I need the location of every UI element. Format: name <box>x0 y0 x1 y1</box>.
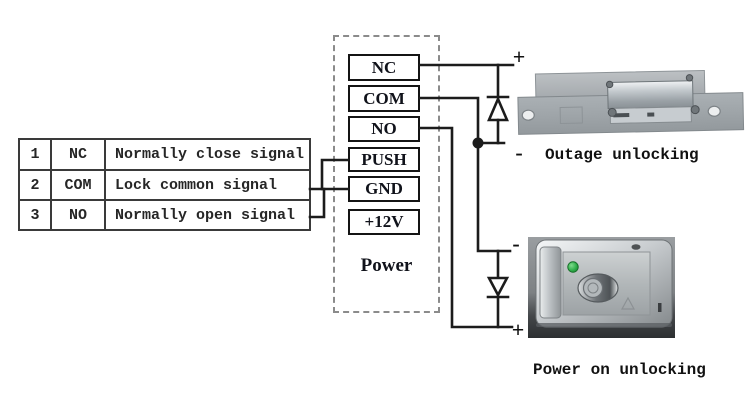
polarity-plus-lock: + <box>511 317 525 342</box>
wire-no-row <box>308 187 326 219</box>
polarity-minus-strike: - <box>515 140 523 165</box>
junction-dot <box>472 137 484 149</box>
electric-strike-graphic <box>517 69 745 135</box>
terminal-gnd: GND <box>348 176 420 202</box>
lock-knob-ring <box>587 282 599 294</box>
strike-screw <box>690 105 700 115</box>
lock-logo-triangle <box>620 296 636 310</box>
lock-edge-slot <box>658 303 662 312</box>
electric-lock-image <box>528 237 675 338</box>
polarity-minus-lock: - <box>512 231 520 256</box>
strike-screw <box>605 80 614 89</box>
strike-slot <box>647 112 655 117</box>
strike-slot <box>613 113 630 118</box>
terminal-12v: +12V <box>348 209 420 235</box>
lock-bottom-shadow <box>536 323 672 327</box>
table-cell-desc: Lock common signal <box>104 169 309 199</box>
strike-emboss <box>559 106 583 125</box>
strike-mount-hole-left <box>521 109 535 121</box>
terminal-no: NO <box>348 116 420 142</box>
caption-outage-unlocking: Outage unlocking <box>545 146 699 164</box>
strike-keeper <box>607 80 694 110</box>
table-cell-desc: Normally open signal <box>104 199 309 229</box>
terminal-push: PUSH <box>348 147 420 172</box>
electric-strike-image <box>515 64 748 141</box>
table-cell-num: 2 <box>20 169 50 199</box>
electric-lock-graphic <box>528 237 675 338</box>
caption-power-on-unlocking: Power on unlocking <box>533 361 706 379</box>
table-cell-num: 1 <box>30 146 40 163</box>
legend-table: 1 NC Normally close signal 2 COM Lock co… <box>18 138 311 231</box>
table-cell-code: NC <box>50 140 104 169</box>
lock-left-strip <box>539 246 562 319</box>
strike-screw <box>607 107 617 117</box>
diode-top-symbol <box>487 95 509 122</box>
table-cell-num: 3 <box>20 199 50 229</box>
table-cell-desc: Normally close signal <box>104 140 309 169</box>
strike-screw <box>685 74 694 82</box>
lock-hole <box>631 244 641 250</box>
power-box-label: Power <box>360 255 413 276</box>
polarity-plus-strike: + <box>512 44 526 69</box>
table-cell-code: COM <box>50 169 104 199</box>
diode-bottom-symbol <box>486 276 510 298</box>
lock-led <box>567 261 579 273</box>
table-cell-code: NO <box>50 199 104 229</box>
terminal-nc: NC <box>348 54 420 81</box>
terminal-com: COM <box>348 85 420 112</box>
lock-knob <box>582 277 604 299</box>
strike-mount-hole-right <box>707 105 721 117</box>
